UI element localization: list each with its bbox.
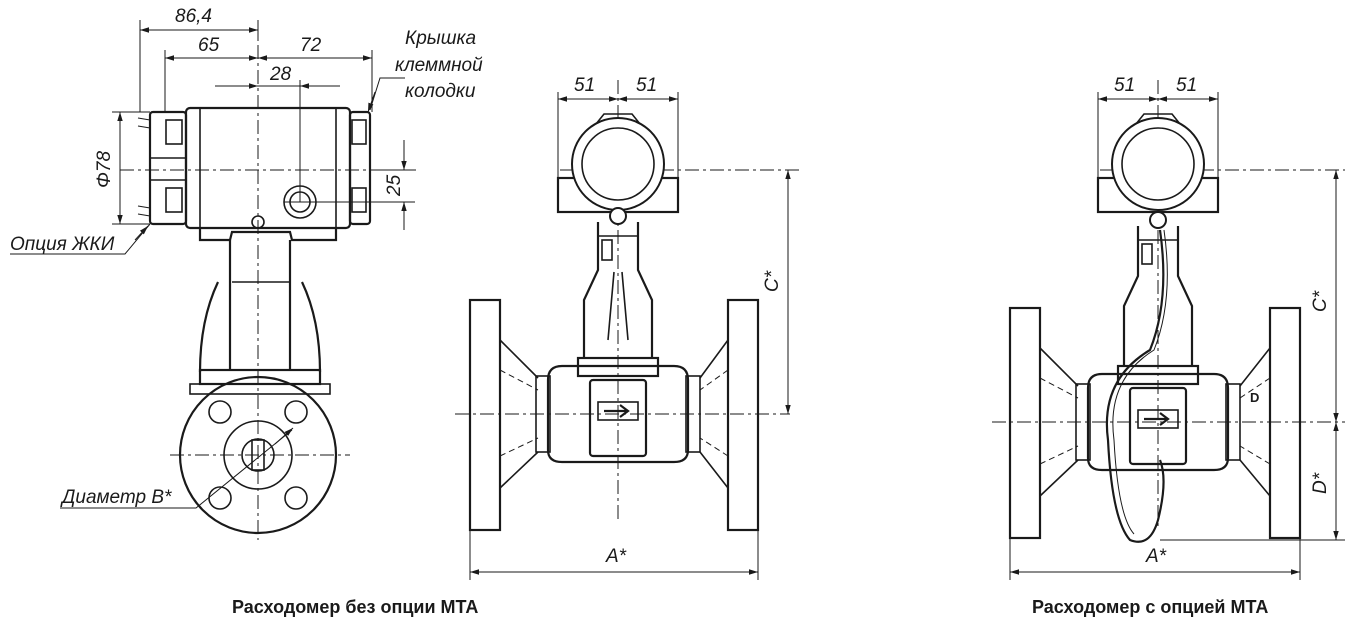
dim-c: C* <box>762 270 783 292</box>
dim-diameter-78: Φ78 <box>94 151 115 188</box>
dim-c-mta: C* <box>1310 290 1331 312</box>
dim-28: 28 <box>269 64 292 85</box>
dim-51-left: 51 <box>574 75 595 96</box>
dim-a: A* <box>605 546 627 567</box>
label-lcd-option: Опция ЖКИ <box>10 234 115 255</box>
caption-without-mta: Расходомер без опции МТА <box>232 597 478 617</box>
dim-86-4: 86,4 <box>175 6 212 27</box>
front-view-with-mta: D 51 51 C* D* A* Расходомер с опцией МТА <box>992 75 1345 617</box>
label-cover-line3: колодки <box>405 81 476 102</box>
dim-d-mta: D* <box>1310 472 1331 494</box>
label-diameter-b: Диаметр B* <box>60 487 172 508</box>
side-view: 86,4 65 72 28 Φ78 25 Крышка клеммной кол… <box>10 6 483 540</box>
caption-with-mta: Расходомер с опцией МТА <box>1032 597 1268 617</box>
dim-51-left-mta: 51 <box>1114 75 1135 96</box>
front-view-without-mta: 51 51 C* A* Расходомер без опции МТА <box>232 75 800 617</box>
dim-a-mta: A* <box>1145 546 1167 567</box>
dim-65: 65 <box>198 35 220 56</box>
label-cover-line2: клеммной <box>395 55 483 76</box>
dim-25: 25 <box>384 174 405 197</box>
dim-51-right-mta: 51 <box>1176 75 1197 96</box>
label-d-marker: D <box>1250 390 1259 405</box>
dim-51-right: 51 <box>636 75 657 96</box>
label-cover-line1: Крышка <box>405 28 476 49</box>
dim-72: 72 <box>300 35 322 56</box>
